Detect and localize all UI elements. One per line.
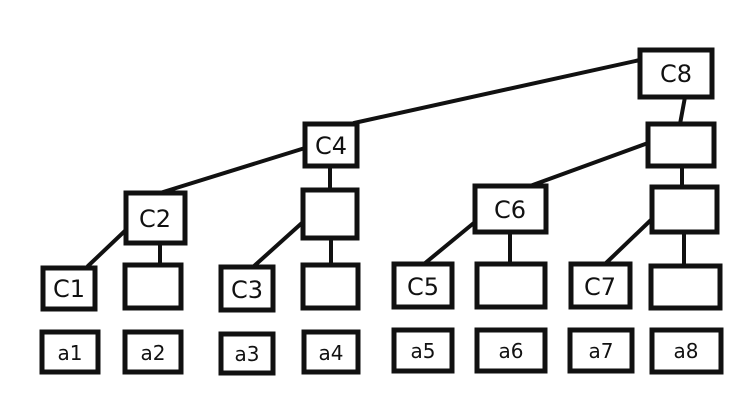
- array-a6: a6: [474, 327, 548, 374]
- array-a2-label: a2: [141, 341, 166, 365]
- node-c6: C6: [472, 183, 549, 235]
- array-a4: a4: [301, 329, 361, 375]
- node-c7: C7: [568, 261, 633, 310]
- edge-c2-c1: [86, 226, 130, 268]
- node-c6-child: [649, 184, 720, 235]
- node-c2: C2: [123, 190, 188, 246]
- edge-c6sub-c7: [603, 216, 655, 266]
- node-c5-label: C5: [407, 273, 439, 301]
- array-a4-label: a4: [319, 341, 344, 365]
- array-a8: a8: [649, 327, 724, 375]
- node-c1: C1: [40, 265, 98, 312]
- array-a7-label: a7: [589, 339, 614, 363]
- edge-c4-c2: [158, 146, 307, 195]
- node-b2: [122, 262, 184, 311]
- array-a1: a1: [39, 329, 101, 375]
- node-c8-label: C8: [660, 60, 692, 88]
- node-c4-label: C4: [315, 132, 347, 160]
- node-c3: C3: [218, 264, 276, 313]
- array-a3-label: a3: [235, 342, 260, 366]
- node-c8-child: [645, 121, 717, 169]
- node-b4: [300, 262, 361, 311]
- edge-c8-sub: [678, 95, 687, 126]
- node-c2-label: C2: [139, 205, 171, 233]
- array-a1-label: a1: [58, 341, 83, 365]
- node-c4: C4: [302, 121, 360, 169]
- node-b6: [474, 261, 548, 310]
- array-a2: a2: [122, 329, 184, 375]
- array-a3: a3: [218, 331, 276, 376]
- array-a7: a7: [567, 327, 635, 374]
- node-c6-label: C6: [494, 196, 526, 224]
- node-c7-label: C7: [584, 273, 616, 301]
- node-c4-child: [300, 187, 360, 241]
- edges: [86, 58, 687, 269]
- node-c8: C8: [637, 47, 715, 100]
- edge-c8-c4: [352, 58, 642, 125]
- node-b8: [648, 263, 723, 311]
- edge-c8sub-c6: [528, 141, 650, 188]
- node-c5: C5: [391, 261, 455, 310]
- edge-c6-c5: [422, 220, 477, 266]
- node-c3-label: C3: [231, 276, 263, 304]
- array-a6-label: a6: [499, 339, 524, 363]
- array-a8-label: a8: [674, 339, 699, 363]
- node-c1-label: C1: [53, 275, 85, 303]
- array-a5: a5: [391, 327, 455, 374]
- array-a5-label: a5: [411, 339, 436, 363]
- edge-c4sub-c3: [251, 220, 305, 269]
